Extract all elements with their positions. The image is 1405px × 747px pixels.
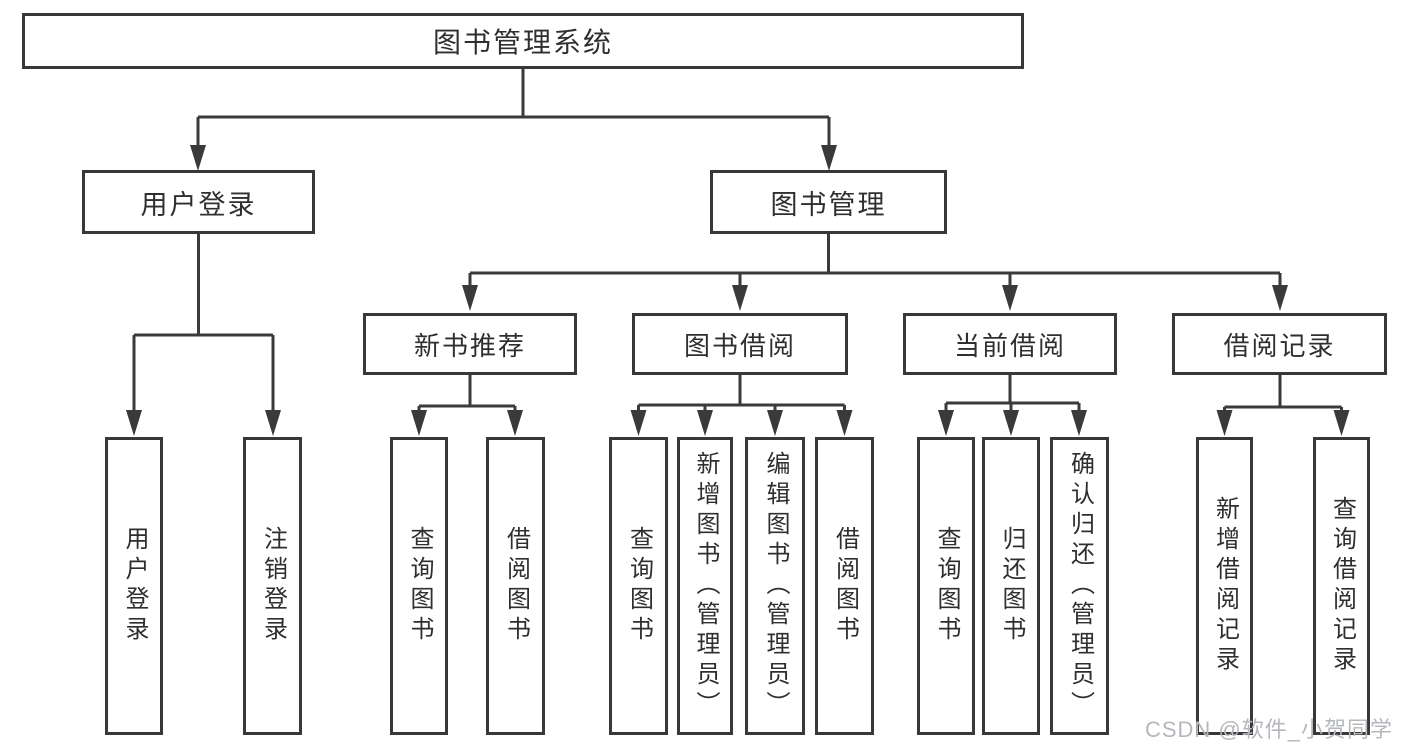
node-book-management: 图书管理 [710, 170, 947, 234]
node-borrow-records: 借阅记录 [1172, 313, 1387, 375]
leaf-query-books-1: 查询图书 [390, 437, 448, 735]
node-book-borrow: 图书借阅 [632, 313, 848, 375]
leaf-add-borrow-record: 新增借阅记录 [1196, 437, 1253, 735]
node-new-book-recommend: 新书推荐 [363, 313, 577, 375]
leaf-add-book-admin: 新增图书（管理员） [677, 437, 733, 735]
leaf-borrow-books-2: 借阅图书 [815, 437, 874, 735]
leaf-query-borrow-record: 查询借阅记录 [1313, 437, 1370, 735]
node-root: 图书管理系统 [22, 13, 1024, 69]
leaf-logout: 注销登录 [243, 437, 302, 735]
leaf-edit-book-admin: 编辑图书（管理员） [745, 437, 805, 735]
leaf-borrow-books-1: 借阅图书 [486, 437, 545, 735]
node-user-login: 用户登录 [82, 170, 315, 234]
leaf-query-books-3: 查询图书 [917, 437, 975, 735]
watermark-text: CSDN @软件_小贺同学 [1144, 717, 1393, 742]
leaf-query-books-2: 查询图书 [609, 437, 668, 735]
node-current-borrow: 当前借阅 [903, 313, 1117, 375]
leaf-confirm-return-admin: 确认归还（管理员） [1050, 437, 1109, 735]
leaf-user-login: 用户登录 [105, 437, 163, 735]
leaf-return-book: 归还图书 [982, 437, 1040, 735]
